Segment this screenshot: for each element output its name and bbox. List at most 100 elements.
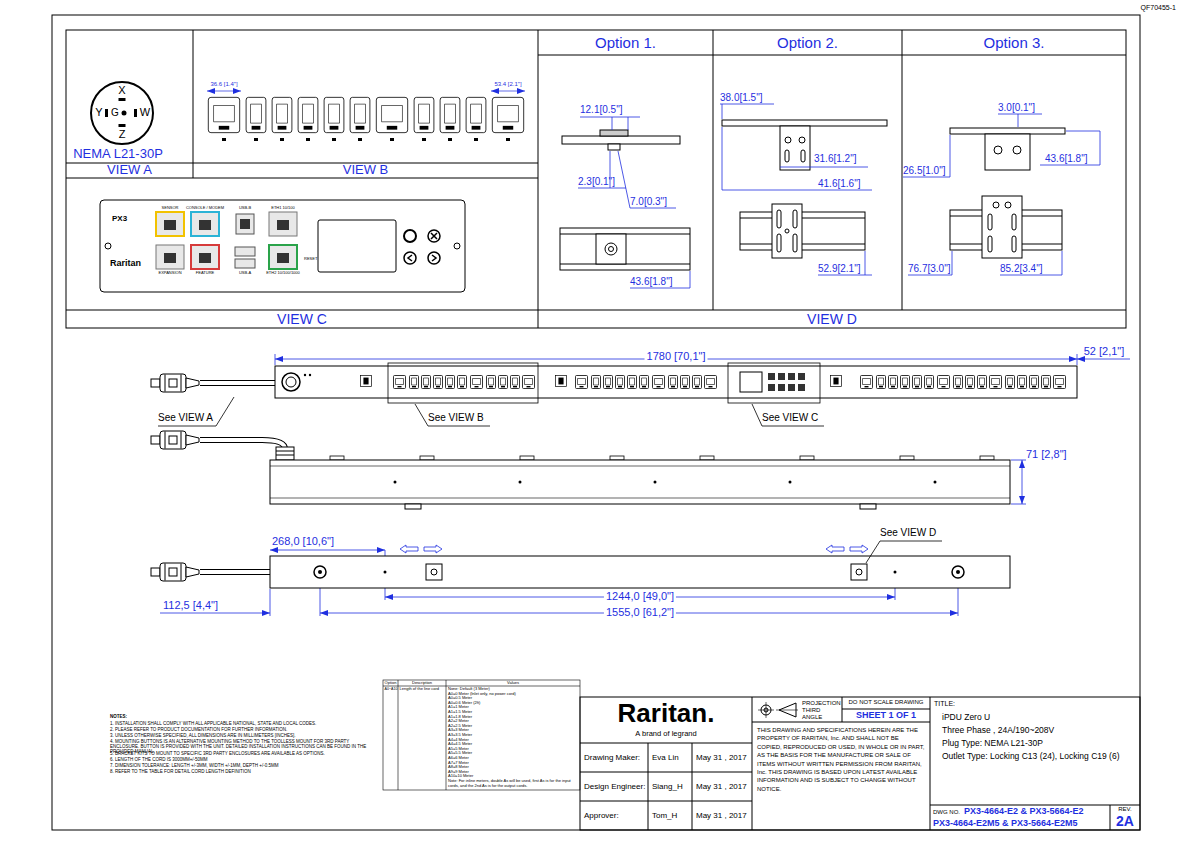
note: 2. PLEASE REFER TO PRODUCT DOCUMENTATION… — [110, 727, 372, 732]
view-band-text: VIEW B — [343, 163, 389, 178]
signature-row-text: Tom_H — [652, 811, 677, 820]
drawing-number-cell-text: PX3-4664-E2 & PX3-5664-E2 — [964, 806, 1084, 816]
option-header-text: Option 1. — [595, 34, 656, 51]
projection-cell-text: PROJECTION THIRD ANGLE — [802, 700, 841, 721]
note: 1. INSTALLATION SHALL COMPLY WITH ALL AP… — [110, 721, 372, 726]
note: 5. BRACKET KITS TO MOUNT TO SPECIFIC 3RD… — [110, 751, 372, 756]
port-label: USB-B — [239, 206, 251, 211]
view-band-text: VIEW C — [277, 311, 327, 327]
port-label: CONSOLE / MODEM — [186, 206, 224, 211]
signature-row-text: Design Engineer: — [584, 782, 645, 791]
pin-letter: W — [140, 106, 150, 119]
pin-letter: X — [118, 84, 125, 97]
sheet-cell-text: SHEET 1 OF 1 — [856, 710, 916, 720]
dimension: 52 [2,1"] — [1084, 345, 1125, 358]
sheet-cell: SHEET 1 OF 1 — [842, 709, 930, 722]
option-header: Option 2. — [713, 30, 902, 55]
title-block — [580, 697, 1140, 830]
dimension: 3.0[0.1"] — [998, 102, 1035, 114]
dimension: 41.6[1.6"] — [818, 178, 860, 190]
dimension: 1555,0 [61,2"] — [604, 606, 676, 619]
drawing-number-cell-text: PX3-4664-E2M5 & PX3-5664-E2M5 — [933, 818, 1078, 828]
pin-letter: Z — [119, 128, 126, 141]
port-label: EXPANSION — [158, 271, 181, 276]
dimension: 43.6[1.8"] — [630, 276, 672, 288]
table-cell: Values — [507, 681, 519, 686]
logo-cell: Raritan.A brand of legrand — [580, 697, 752, 743]
pdu-rear-view — [151, 541, 1010, 588]
table-cell: Length of the line cord — [400, 687, 440, 692]
pin-letter: G — [111, 107, 119, 119]
dimension: 53.4 [2.1"] — [494, 81, 521, 88]
port-label: ETH1 10/100 — [271, 206, 295, 211]
option-header: Option 1. — [538, 30, 713, 55]
table-cell: Note: For inline meters, double As will … — [448, 779, 578, 788]
scale-cell-text: DO NOT SCALE DRAWING — [848, 699, 923, 706]
signature-row: Drawing Maker: Eva Lin May 31 , 2017 — [580, 743, 752, 772]
dimension: 52.9[2.1"] — [818, 263, 860, 275]
nema-plug-face — [91, 82, 153, 144]
view-band-text: VIEW A — [107, 163, 152, 178]
option-header-text: Option 3. — [984, 34, 1045, 51]
title-cell-text: iPDU Zero U — [942, 713, 990, 723]
dimension: 12.1[0.5"] — [580, 104, 622, 116]
dimension: 38.0[1.5"] — [720, 92, 762, 104]
dimension: 76.7[3.0"] — [908, 263, 950, 275]
dimension: 1244,0 [49,0"] — [604, 590, 676, 603]
logo-cell-text: A brand of legrand — [635, 730, 696, 739]
pin-letter: Y — [95, 106, 102, 119]
revision-cell-text: REV. — [1118, 806, 1131, 813]
drawing-code: QF70455-1 — [1141, 4, 1176, 12]
logo-text: Raritan — [110, 258, 141, 268]
signature-row-text: May 31 , 2017 — [696, 782, 747, 791]
pdu-front-view — [151, 363, 1077, 426]
callout: See VIEW D — [880, 527, 936, 539]
option-header-text: Option 2. — [777, 34, 838, 51]
callout: See VIEW B — [428, 412, 484, 424]
logo-cell-text: Raritan. — [618, 699, 715, 729]
revision-cell: REV.2A — [1110, 805, 1140, 830]
view-band-text: VIEW D — [807, 311, 857, 327]
mount-options — [560, 120, 1065, 270]
plug-type: NEMA L21-30P — [73, 147, 163, 162]
signature-row-text: Drawing Maker: — [584, 753, 640, 762]
signature-row-text: Eva Lin — [652, 753, 679, 762]
note: 3. UNLESS OTHERWISE SPECIFIED, ALL DIMEN… — [110, 733, 372, 738]
view-band: VIEW A — [66, 163, 193, 178]
scale-cell: DO NOT SCALE DRAWING — [842, 697, 930, 709]
revision-cell-text: 2A — [1116, 813, 1134, 829]
callout: See VIEW C — [762, 412, 818, 424]
dimension: 112,5 [4,4"] — [163, 599, 218, 612]
signature-row-text: May 31 , 2017 — [696, 811, 747, 820]
outlet-strip-view-b — [207, 91, 525, 141]
disclaimer-cell: THIS DRAWING AND SPECIFICATIONS HEREIN A… — [752, 722, 930, 830]
drawing-number-cell-text: DWG NO. — [933, 809, 960, 816]
title-cell-text: Outlet Type: Locking C13 (24), Locking C… — [942, 752, 1120, 762]
drawing-number-cell: DWG NO. PX3-4664-E2 & PX3-5664-E2PX3-4664… — [930, 805, 1110, 830]
projection-cell: PROJECTION THIRD ANGLE — [752, 697, 842, 722]
title-cell: TITLE: iPDU Zero U Three Phase , 24A/190~2… — [930, 697, 1140, 805]
logo-text: PX3 — [112, 214, 127, 223]
note: NOTES: — [110, 714, 127, 719]
title-cell-text: Plug Type: NEMA L21-30P — [942, 739, 1043, 749]
port-label: RESET — [304, 257, 317, 262]
table-cell: Option — [385, 681, 397, 686]
dimension: 1780 [70,1"] — [645, 350, 708, 363]
table-cell: A0~A10 — [385, 687, 398, 691]
note: 7. DIMENSION TOLERANCE: LENGTH +/-3MM, W… — [110, 763, 372, 768]
title-cell-text: Three Phase , 24A/190~208V — [942, 726, 1054, 736]
sheet-frame — [52, 15, 1140, 830]
dimension: 31.6[1.2"] — [814, 153, 856, 165]
table-cell: Description — [412, 681, 432, 686]
signature-row-text: May 31 , 2017 — [696, 753, 747, 762]
dimension: 268,0 [10,6"] — [272, 535, 334, 548]
signature-row: Approver:Tom_HMay 31 , 2017 — [580, 801, 752, 830]
dimension-lines — [160, 104, 1130, 616]
signature-row: Design Engineer: Siang_H May 31 , 2017 — [580, 772, 752, 801]
signature-row-text: Siang_H — [652, 782, 683, 791]
dimension: 43.6[1.8"] — [1045, 153, 1087, 165]
callout: See VIEW A — [158, 412, 213, 424]
option-header: Option 3. — [902, 30, 1126, 55]
dimension: 85.2[3.4"] — [1000, 263, 1042, 275]
title-cell-text: TITLE: — [934, 700, 955, 708]
